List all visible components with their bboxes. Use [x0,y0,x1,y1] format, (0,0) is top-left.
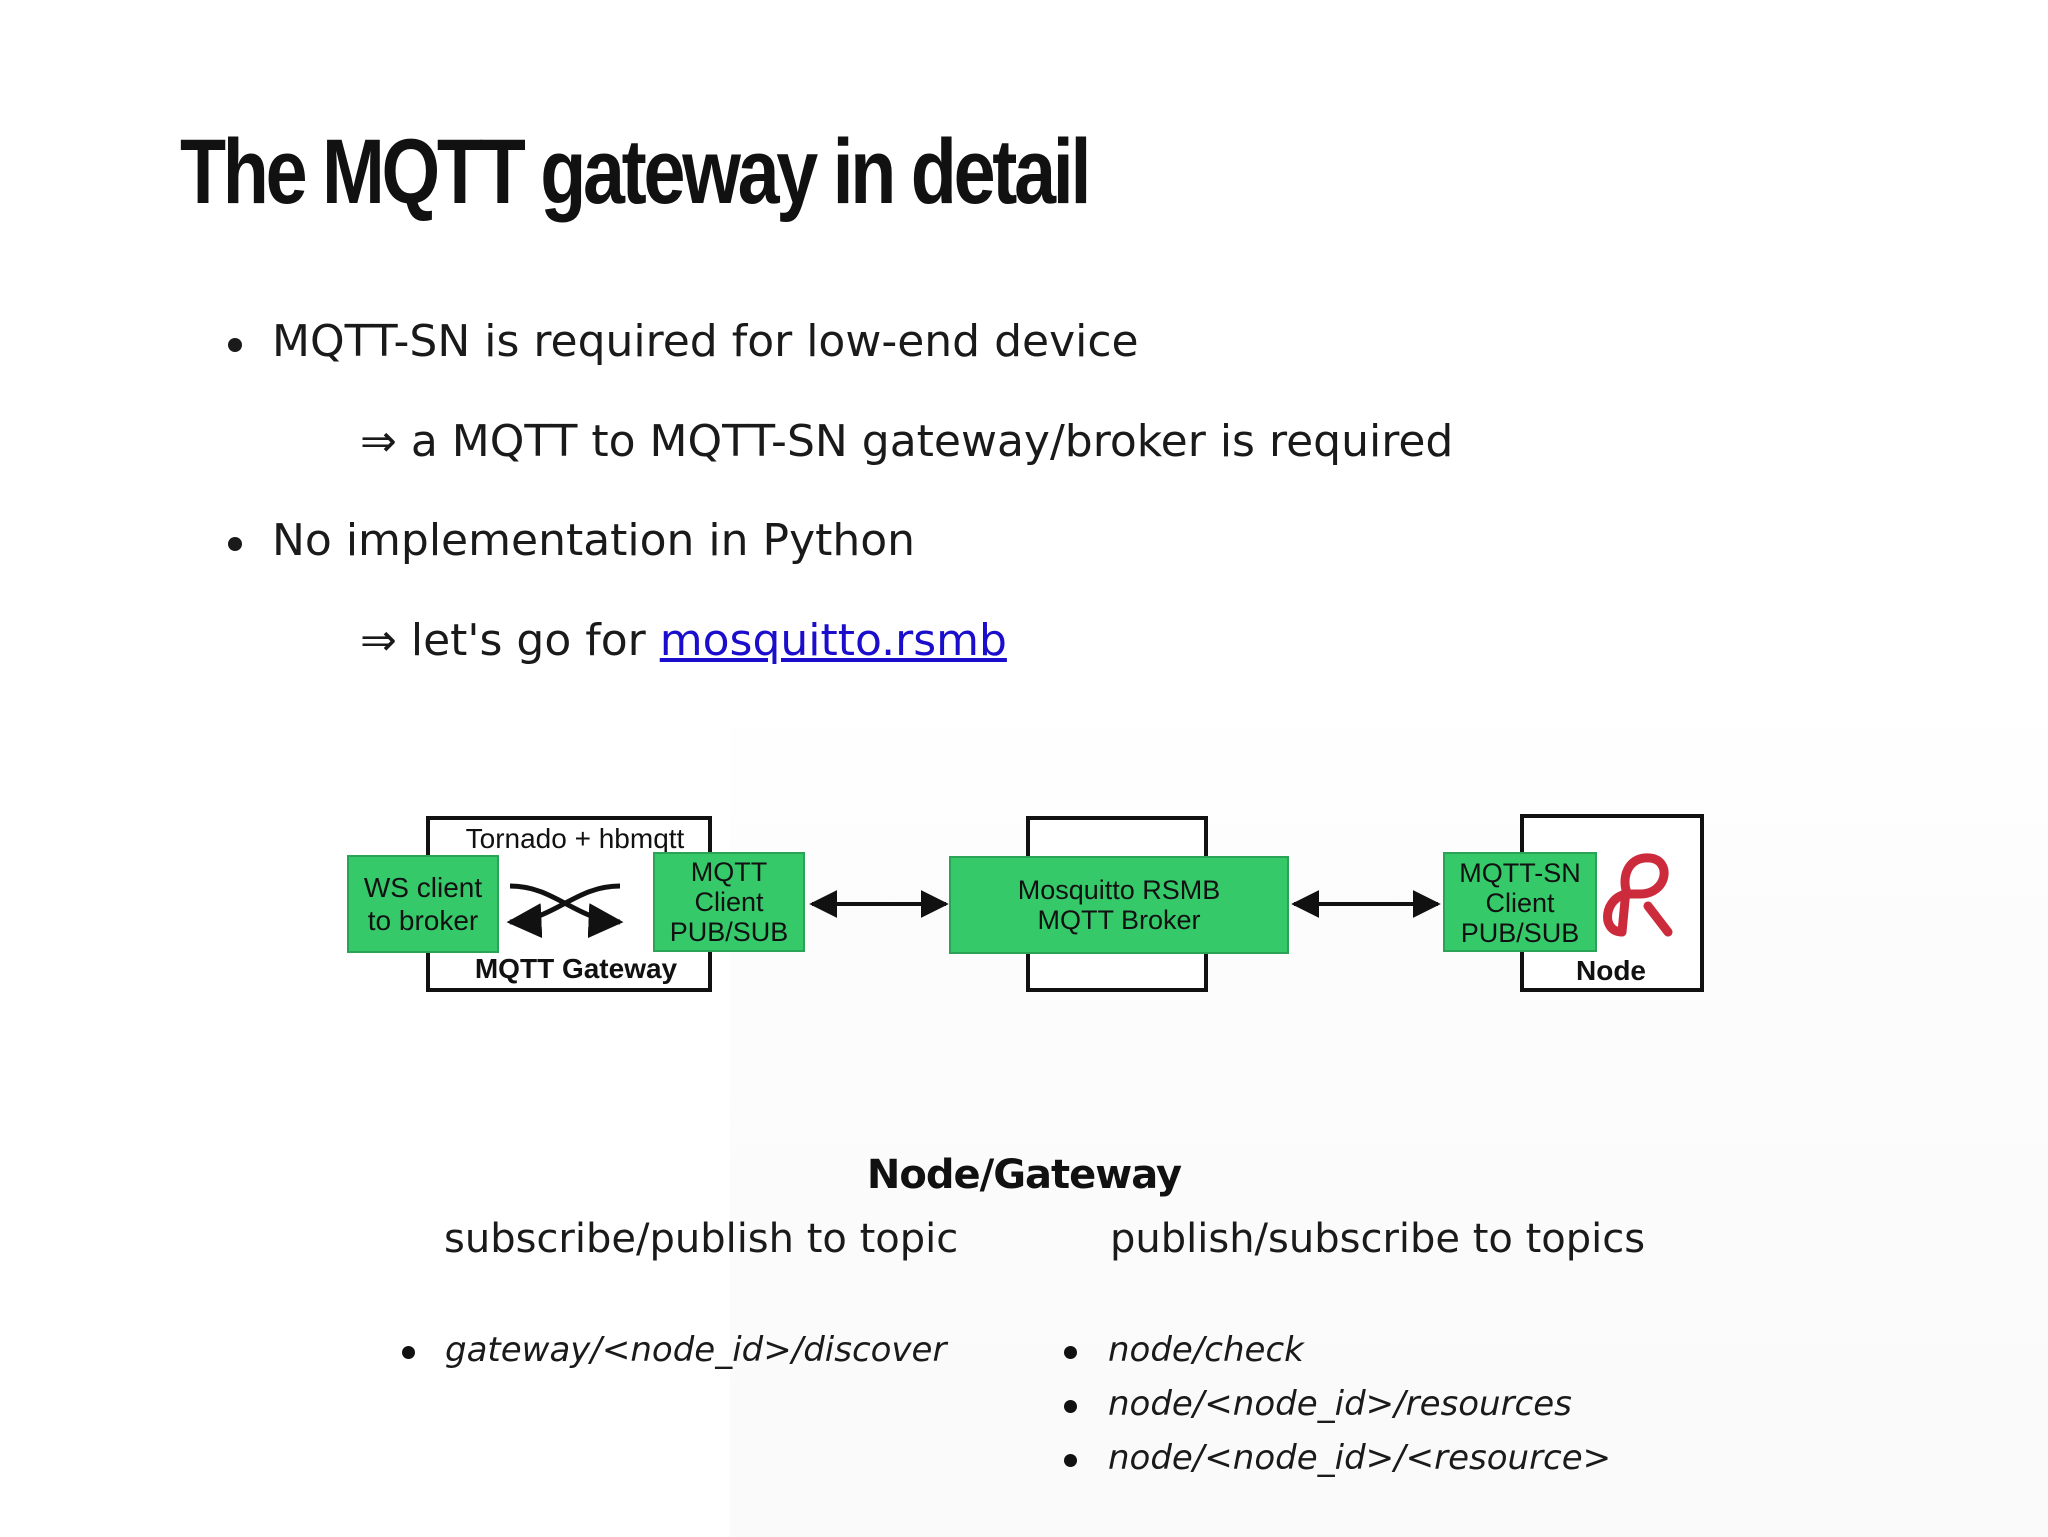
bullet-dot [228,537,242,551]
ws-client-box [347,855,499,953]
mqtt-client-line-2: Client [694,887,764,917]
topic-item: node/<node_id>/resources [1108,1384,1572,1424]
bullet-subtext-prefix: ⇒ let's go for [360,615,660,666]
mosquitto-rsmb-link[interactable]: mosquitto.rsmb [659,615,1007,666]
mqtt-sn-client-box [1443,852,1597,952]
node-label: Node [1576,955,1646,986]
diagram-background [730,690,2048,1537]
topic-item: node/<node_id>/<resource> [1108,1438,1612,1478]
riot-logo-icon [1603,853,1673,937]
broker-line-1: Mosquitto RSMB [1018,875,1221,905]
bullet-text: MQTT-SN is required for low-end device [272,316,1139,367]
mqtt-sn-client-line-1: MQTT-SN [1459,858,1581,888]
mqtt-client-line-1: MQTT [691,857,767,887]
ws-client-line-2: to broker [368,905,479,936]
topic-bullet [402,1346,415,1359]
topic-bullet [1064,1400,1077,1413]
topic-item: gateway/<node_id>/discover [445,1330,947,1370]
mqtt-sn-client-line-3: PUB/SUB [1461,918,1580,948]
topic-bullet [1064,1346,1077,1359]
gateway-bottom-label: MQTT Gateway [475,953,678,984]
mqtt-client-box [653,852,805,952]
ws-client-line-1: WS client [364,872,482,903]
topic-item: node/check [1108,1330,1304,1370]
bullet-text: No implementation in Python [272,515,916,566]
right-column-header: publish/subscribe to topics [1110,1216,1646,1262]
broker-box [949,856,1289,954]
topic-bullet [1064,1454,1077,1467]
mqtt-client-line-3: PUB/SUB [670,917,789,947]
bullet-list: MQTT-SN is required for low-end device ⇒… [0,0,2048,700]
mqtt-sn-client-line-2: Client [1485,888,1555,918]
topics-title: Node/Gateway [866,1152,1182,1198]
broker-line-2: MQTT Broker [1037,905,1200,935]
crossing-arrows-icon [506,883,624,939]
bullet-subtext: ⇒ a MQTT to MQTT-SN gateway/broker is re… [360,416,1454,467]
bullet-subtext: ⇒ let's go for mosquitto.rsmb [360,615,1007,666]
slide-title: The MQTT gateway in detail [180,121,1091,223]
gateway-top-label: Tornado + hbmqtt [466,823,685,854]
bullet-dot [228,338,242,352]
left-column-header: subscribe/publish to topic [444,1216,959,1262]
